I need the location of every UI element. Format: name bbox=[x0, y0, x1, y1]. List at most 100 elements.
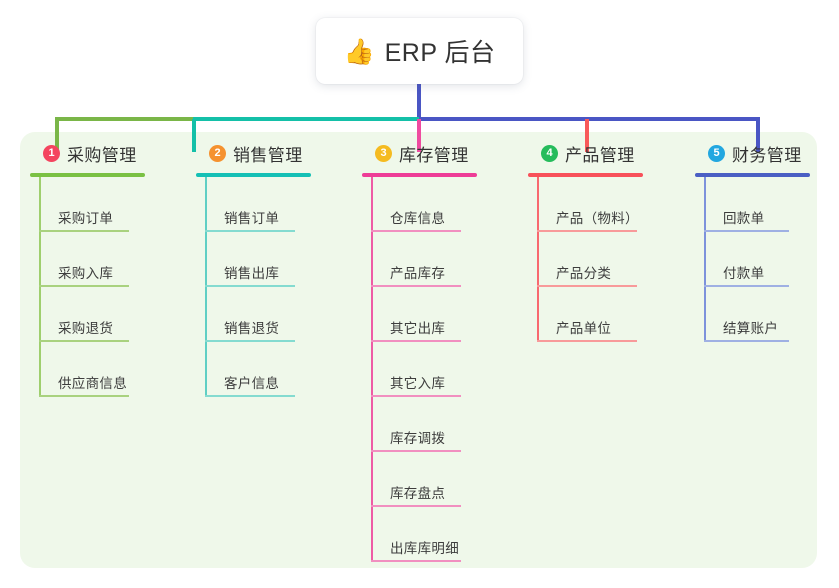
leaf-item[interactable]: 出库库明细 bbox=[362, 507, 532, 562]
leaf-rule bbox=[371, 285, 461, 287]
leaf-rule bbox=[39, 285, 129, 287]
leaf-label: 供应商信息 bbox=[58, 376, 127, 391]
leaf-label: 销售出库 bbox=[224, 266, 280, 281]
column-header-product[interactable]: 4 产品管理 bbox=[528, 140, 703, 166]
leaf-label: 采购订单 bbox=[58, 211, 114, 226]
column-title: 产品管理 bbox=[565, 145, 635, 165]
leaf-list-product: 产品（物料） 产品分类产品单位 bbox=[528, 177, 703, 342]
column-index-badge: 1 bbox=[43, 144, 60, 162]
leaf-label: 付款单 bbox=[723, 266, 765, 281]
leaf-item[interactable]: 仓库信息 bbox=[362, 177, 532, 232]
column-rule bbox=[362, 173, 477, 177]
leaf-item[interactable]: 产品库存 bbox=[362, 232, 532, 287]
column-product: 4 产品管理产品（物料） 产品分类产品单位 bbox=[528, 140, 703, 342]
leaf-list-purchase: 采购订单采购入库采购退货供应商信息 bbox=[30, 177, 190, 397]
leaf-rule bbox=[704, 230, 789, 232]
column-header-purchase[interactable]: 1 采购管理 bbox=[30, 140, 190, 166]
leaf-label: 出库库明细 bbox=[390, 541, 459, 556]
leaf-rule bbox=[205, 230, 295, 232]
root-title: ERP 后台 bbox=[384, 39, 496, 67]
leaf-rule bbox=[205, 395, 295, 397]
branch-spine bbox=[704, 177, 706, 342]
leaf-label: 库存调拨 bbox=[390, 431, 446, 446]
leaf-list-sales: 销售订单销售出库销售退货客户信息 bbox=[196, 177, 356, 397]
leaf-item[interactable]: 其它出库 bbox=[362, 287, 532, 342]
column-title: 采购管理 bbox=[67, 145, 137, 165]
leaf-rule bbox=[39, 340, 129, 342]
root-node[interactable]: 👍 ERP 后台 bbox=[316, 18, 523, 84]
column-header-finance[interactable]: 5 财务管理 bbox=[695, 140, 835, 166]
leaf-label: 其它入库 bbox=[390, 376, 446, 391]
leaf-rule bbox=[371, 560, 461, 562]
leaf-item[interactable]: 付款单 bbox=[695, 232, 835, 287]
column-title: 财务管理 bbox=[732, 145, 802, 165]
leaf-rule bbox=[39, 395, 129, 397]
leaf-rule bbox=[704, 285, 789, 287]
leaf-rule bbox=[537, 285, 637, 287]
leaf-item[interactable]: 产品（物料） bbox=[528, 177, 703, 232]
column-header-inventory[interactable]: 3 库存管理 bbox=[362, 140, 532, 166]
leaf-label: 仓库信息 bbox=[390, 211, 446, 226]
leaf-item[interactable]: 采购订单 bbox=[30, 177, 190, 232]
leaf-rule bbox=[205, 285, 295, 287]
leaf-rule bbox=[205, 340, 295, 342]
leaf-item[interactable]: 销售出库 bbox=[196, 232, 356, 287]
leaf-label: 其它出库 bbox=[390, 321, 446, 336]
column-title: 销售管理 bbox=[233, 145, 303, 165]
leaf-rule bbox=[371, 340, 461, 342]
leaf-label: 销售订单 bbox=[224, 211, 280, 226]
leaf-item[interactable]: 其它入库 bbox=[362, 342, 532, 397]
leaf-rule bbox=[371, 395, 461, 397]
leaf-item[interactable]: 供应商信息 bbox=[30, 342, 190, 397]
leaf-rule bbox=[39, 230, 129, 232]
leaf-label: 客户信息 bbox=[224, 376, 280, 391]
branch-spine bbox=[371, 177, 373, 562]
leaf-label: 销售退货 bbox=[224, 321, 280, 336]
leaf-label: 采购退货 bbox=[58, 321, 114, 336]
branch-spine bbox=[205, 177, 207, 397]
column-index-badge: 3 bbox=[375, 144, 392, 162]
column-rule bbox=[528, 173, 643, 177]
leaf-item[interactable]: 产品分类 bbox=[528, 232, 703, 287]
leaf-label: 产品分类 bbox=[556, 266, 612, 281]
leaf-rule bbox=[537, 340, 637, 342]
leaf-item[interactable]: 采购退货 bbox=[30, 287, 190, 342]
leaf-label: 采购入库 bbox=[58, 266, 114, 281]
leaf-item[interactable]: 产品单位 bbox=[528, 287, 703, 342]
column-index-badge: 5 bbox=[708, 144, 725, 162]
leaf-rule bbox=[371, 230, 461, 232]
leaf-label: 库存盘点 bbox=[390, 486, 446, 501]
leaf-label: 产品（物料） bbox=[556, 211, 639, 226]
column-inventory: 3 库存管理仓库信息产品库存其它出库其它入库库存调拨库存盘点出库库明细 bbox=[362, 140, 532, 562]
column-title: 库存管理 bbox=[399, 145, 469, 165]
column-purchase: 1 采购管理采购订单采购入库采购退货供应商信息 bbox=[30, 140, 190, 397]
leaf-item[interactable]: 销售退货 bbox=[196, 287, 356, 342]
leaf-rule bbox=[371, 505, 461, 507]
leaf-label: 结算账户 bbox=[723, 321, 779, 336]
leaf-label: 回款单 bbox=[723, 211, 765, 226]
leaf-item[interactable]: 库存盘点 bbox=[362, 452, 532, 507]
leaf-rule bbox=[537, 230, 637, 232]
leaf-label: 产品库存 bbox=[390, 266, 446, 281]
leaf-item[interactable]: 回款单 bbox=[695, 177, 835, 232]
branch-spine bbox=[39, 177, 41, 397]
column-rule bbox=[30, 173, 145, 177]
column-rule bbox=[196, 173, 311, 177]
leaf-rule bbox=[704, 340, 789, 342]
leaf-item[interactable]: 库存调拨 bbox=[362, 397, 532, 452]
leaf-item[interactable]: 结算账户 bbox=[695, 287, 835, 342]
leaf-item[interactable]: 采购入库 bbox=[30, 232, 190, 287]
leaf-item[interactable]: 销售订单 bbox=[196, 177, 356, 232]
leaf-list-inventory: 仓库信息产品库存其它出库其它入库库存调拨库存盘点出库库明细 bbox=[362, 177, 532, 562]
diagram-panel bbox=[20, 132, 817, 568]
leaf-label: 产品单位 bbox=[556, 321, 612, 336]
column-finance: 5 财务管理回款单付款单结算账户 bbox=[695, 140, 835, 342]
thumbs-up-icon: 👍 bbox=[343, 37, 375, 66]
leaf-rule bbox=[371, 450, 461, 452]
branch-spine bbox=[537, 177, 539, 342]
leaf-item[interactable]: 客户信息 bbox=[196, 342, 356, 397]
leaf-list-finance: 回款单付款单结算账户 bbox=[695, 177, 835, 342]
column-index-badge: 4 bbox=[541, 144, 558, 162]
